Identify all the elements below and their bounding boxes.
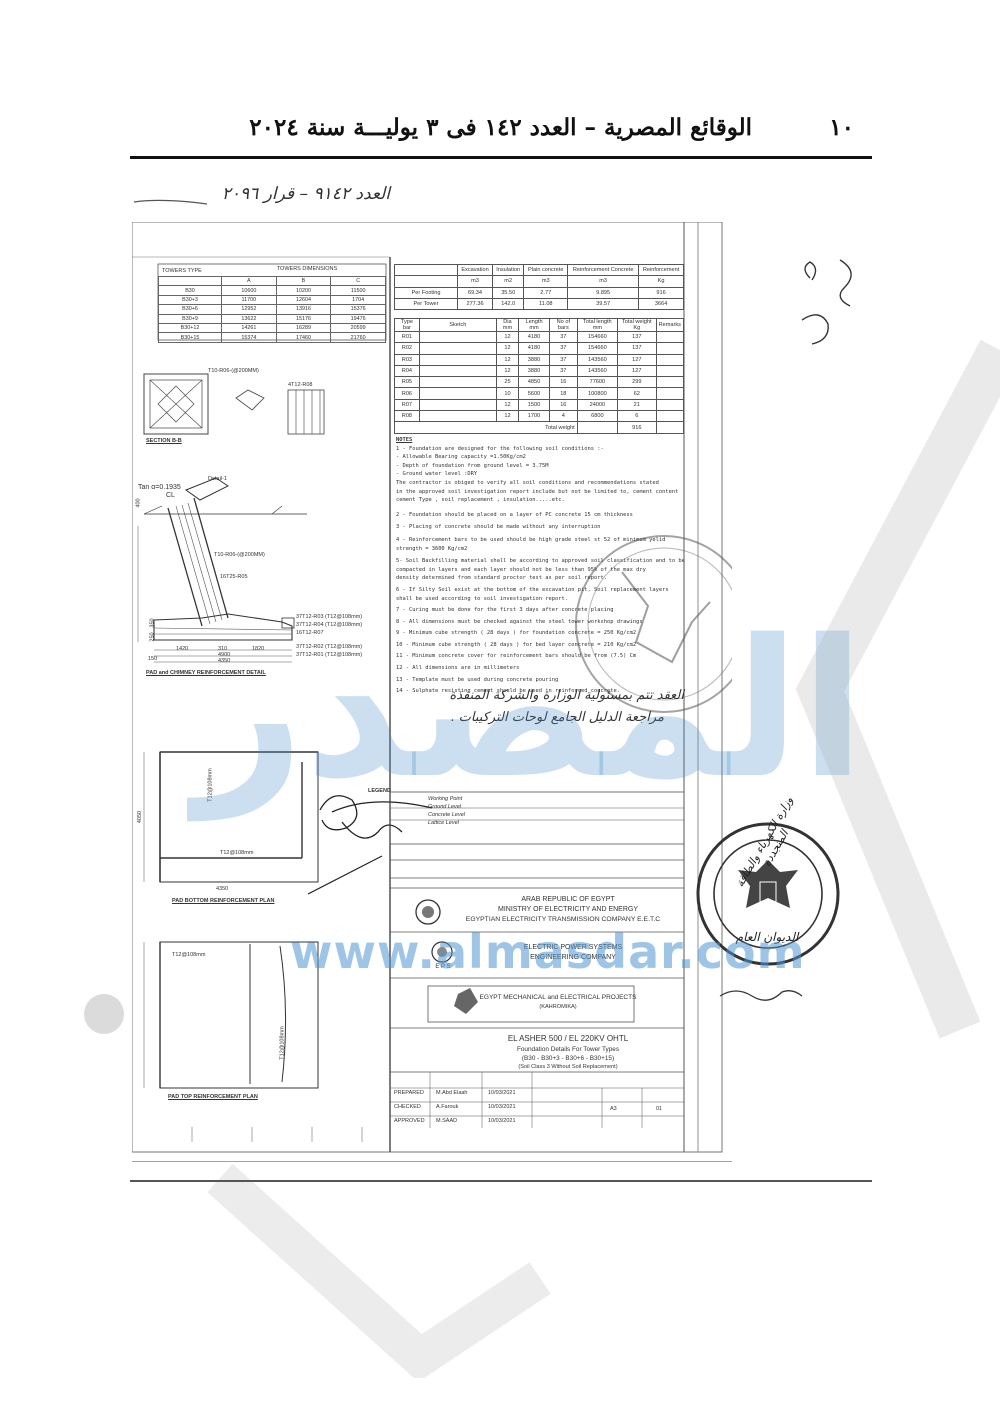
handwritten-margin-note: [801, 259, 852, 345]
page-header: الوقائع المصرية – العدد ١٤٢ فى ٣ يوليـــ…: [130, 112, 872, 159]
ministry-label: MINISTRY OF ELECTRICITY AND ENERGY: [497, 906, 639, 913]
drawing-title-label: Foundation Details For Tower Types: [516, 1046, 620, 1053]
pad-top-label: PAD TOP REINFORCEMENT PLAN: [168, 1094, 258, 1100]
eps-label: E P S: [435, 964, 451, 970]
towers-dimensions-title: TOWERS DIMENSIONS: [276, 266, 338, 272]
dim-4350-b: 4350: [216, 886, 229, 892]
t12-label-d: T12@108mm: [279, 1026, 286, 1060]
col-c: C: [330, 275, 386, 287]
pad-bottom-label: PAD BOTTOM REINFORCEMENT PLAN: [172, 898, 275, 904]
label-16t12: 16T12-R07: [296, 630, 324, 636]
detail-label: Detail-1: [208, 476, 227, 482]
dim-4900: 4900: [218, 652, 231, 658]
bottom-watermark-band: [207, 1163, 551, 1378]
dim-1420: 1420: [176, 646, 189, 652]
section-label: SECTION B-B: [146, 438, 182, 444]
notes-block: NOTES 1 - Foundation are designed for th…: [396, 437, 685, 695]
scale-label: A3: [610, 1106, 617, 1112]
label-t10-mid: T10-R06-(@200MM): [214, 552, 265, 558]
table-row: Per Footing 69.34 35.50 2.77 9.895 916: [394, 286, 684, 299]
dim-4350: 4350: [218, 658, 231, 664]
col-a: A: [221, 275, 277, 287]
dim-400: 400: [135, 498, 142, 508]
contractor-label: EGYPT MECHANICAL and ELECTRICAL PROJECTS: [479, 994, 637, 1001]
stamp-office-text: الديوان العام: [735, 930, 799, 944]
label-16t25: 16T25-R05: [220, 574, 248, 580]
decorative-circle-icon: [84, 994, 124, 1034]
handwritten-note-line1: العقد تتم بمسئولية الوزارة والشركة المنف…: [449, 688, 684, 703]
handwritten-reference: العدد ٩١٤٢ – قرار ٢٠٩٦: [221, 184, 390, 204]
dim-1820: 1820: [252, 646, 265, 652]
dim-150: 150: [148, 656, 158, 662]
label-37t12-r03: 37T12-R03 (T12@108mm): [296, 614, 363, 620]
handwritten-underline: [133, 199, 208, 205]
bottom-rule: [130, 1180, 872, 1182]
consultant-line2: ENGINEERING COMPANY: [530, 954, 616, 961]
col-b: B: [275, 275, 332, 287]
watermark-arabic: المصدر: [194, 599, 866, 820]
company-label: EGYPTIAN ELECTRICITY TRANSMISSION COMPAN…: [465, 916, 661, 923]
label-37t12-r01: 37T12-R01 (T12@108mm): [296, 652, 363, 658]
stamp-signature: [719, 990, 803, 1001]
label-t10-top: T10-R06-(@200MM): [208, 368, 259, 374]
total-weight-label: Total weight: [394, 421, 578, 434]
tower-types-label: (B30 - B30+3 - B30+6 - B30+15): [521, 1055, 615, 1062]
label-4t12: 4T12-R08: [288, 382, 313, 388]
label-37t12-r02: 37T12-R02 (T12@108mm): [296, 644, 363, 650]
towers-type-label: TOWERS TYPE: [162, 268, 202, 274]
legend-title: LEGEND: [368, 788, 391, 794]
consultant-line1: ELECTRIC POWER SYSTEMS: [523, 944, 623, 951]
tan-label: Tan α=0.1935: [138, 484, 181, 491]
project-label: EL ASHER 500 / EL 220KV OHTL: [507, 1034, 629, 1043]
rebar-schedule-table: Type bar Sketch Dia mm Length mm No of b…: [394, 318, 685, 434]
dim-310: 310: [218, 646, 228, 652]
label-37t12-r04: 37T12-R04 (T12@108mm): [296, 622, 363, 628]
t12-label-b: T12@108mm: [220, 850, 254, 856]
official-ministry-stamp: [696, 822, 840, 966]
sheet-label: 01: [656, 1106, 663, 1112]
quantities-table: Excavation Insulation Plain concrete Rei…: [394, 263, 684, 311]
country-label: ARAB REPUBLIC OF EGYPT: [521, 896, 615, 903]
t12-label-c: T12@108mm: [172, 952, 206, 958]
watermark-url: www.almasdar.com: [290, 925, 806, 979]
page-number: ١٠: [829, 114, 854, 141]
total-weight-value: 916: [617, 421, 657, 434]
notes-title: NOTES: [396, 437, 413, 443]
table-row: Per Tower 277.36 142.0 11.08 39.57 3664: [394, 297, 684, 311]
soil-class-label: (Soil Class 3 Without Soil Replacement): [518, 1064, 618, 1070]
diagonal-watermark-band: [795, 339, 1000, 1039]
pad-chimney-label: PAD and CHIMNEY REINFORCEMENT DETAIL: [146, 670, 266, 676]
handwritten-note-line2: مراجعة الدليل الجامع لوحات التركيبات .: [450, 710, 664, 725]
cl-label: CL: [166, 492, 175, 499]
contractor-sub: (KAHROMIKA): [539, 1004, 577, 1010]
gazette-title: الوقائع المصرية – العدد ١٤٢ فى ٣ يوليـــ…: [249, 114, 752, 141]
